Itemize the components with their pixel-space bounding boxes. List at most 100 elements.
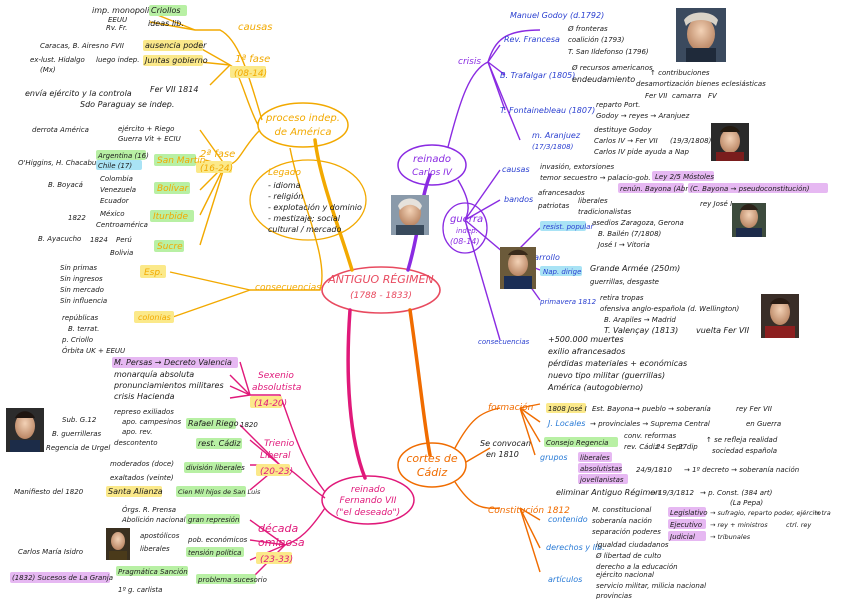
q4-fm-revcadiz: rev. Cádiz <box>624 443 659 451</box>
q1-branch: proceso indep. de América causas imp. mo… <box>18 5 366 355</box>
q2-godoy: Manuel Godoy (d.1792) <box>510 11 604 20</box>
q1-esp-mercado: Sin mercado <box>60 286 104 294</box>
q2-nap-label: Nap. dirige <box>543 268 581 276</box>
center-node[interactable]: ANTIGUO RÉGIMEN (1788 - 1833) <box>322 267 440 313</box>
q1-f2-boyaca: B. Boyacá <box>48 181 83 189</box>
q2-bd-jose: rey José I <box>700 200 732 208</box>
q1-esp-primas: Sin primas <box>60 264 97 272</box>
q4-ct-eliminar: eliminar Antiguo Régimen <box>556 487 660 497</box>
q1-colonias-label: colonias <box>138 313 171 322</box>
q3-sexenio-l2: absolutista <box>252 383 301 393</box>
q1-legado-cultural: cultural / mercado <box>268 225 341 234</box>
q3-sub-g12: Sub. G.12 <box>62 416 97 424</box>
q4-ct-pepa: (La Pepa) <box>730 499 763 507</box>
q1-f2-1822: 1822 <box>68 214 86 222</box>
portrait-carlos-maria-isidro-icon <box>106 528 130 560</box>
portrait-napoleon-icon <box>500 247 536 289</box>
q3-trienio-dates: (20-23) <box>260 467 293 477</box>
q1-f2-ecuador: Ecuador <box>100 197 130 205</box>
q3-trienio-l2: Liberal <box>260 451 291 461</box>
q2-ar-date: (19/3/1808) <box>670 137 712 145</box>
q1-legado-explotacion: - explotación y dominio <box>268 202 362 212</box>
q1-consecuencias-label: consecuencias <box>255 283 321 293</box>
q4-branch: cortes de Cádiz Se convocan en 1810 form… <box>398 402 831 599</box>
q3-dc-apostolicos: apostólicos <box>140 532 180 540</box>
q1-title-bubble[interactable] <box>258 103 348 147</box>
q2-crisis-label: crisis <box>458 57 481 67</box>
q4-title-bubble[interactable] <box>398 443 466 487</box>
q2-pv-vuelta: vuelta Fer VII <box>696 326 750 335</box>
q2-pv-ofensiva: ofensiva anglo-española (d. Wellington) <box>600 305 740 313</box>
q3-sx-monarquia: monarquía absoluta <box>114 370 194 379</box>
q1-causa-monopolio: imp. monopolio <box>92 6 154 15</box>
q3-trienio-l1: Trienio <box>264 439 295 449</box>
q2-gc-mostoles: Ley 2/5 Móstoles <box>655 173 714 181</box>
q2-rev-francesa: Rev. Francesa <box>504 35 560 44</box>
q2-title-bubble[interactable] <box>398 145 466 185</box>
q3-decada-l1: década <box>258 522 299 535</box>
q4-fm-rey: rey Fer VII <box>736 405 772 413</box>
q4-convocan-l2: en 1810 <box>486 450 519 459</box>
q3-tr-manifiesto: Manifiesto del 1820 <box>14 488 84 496</box>
q2-tf-contribuciones: ↑ contribuciones <box>650 69 710 77</box>
q1-f2-centroamerica: Centroamérica <box>96 221 148 229</box>
q2-cs-nuevo: nuevo tipo militar (guerrillas) <box>548 371 665 380</box>
q3-title-line3: ("el deseado") <box>336 508 400 518</box>
q4-cn-rey: → rey + ministros <box>710 521 768 529</box>
q2-fontainebleau: T. Fontainebleau (1807) <box>500 106 595 115</box>
q1-title-line1: proceso indep. <box>265 113 340 124</box>
q2-primavera-label: primavera 1812 <box>539 298 597 306</box>
center-dates: (1788 - 1833) <box>350 291 412 301</box>
q2-tf-recursos: Ø recursos americanos <box>571 64 653 72</box>
q2-nap-guerrillas: guerrillas, desgaste <box>590 278 659 286</box>
q2-aranjuez-date: (17/3/1808) <box>532 143 574 151</box>
q2-dv-bailen: B. Bailén (7/1808) <box>598 230 662 238</box>
q1-fase1-dates: (08-14) <box>234 69 267 79</box>
q2-ar-carlos-fer: Carlos IV → Fer VII <box>594 137 658 145</box>
q2-aranjuez: m. Aranjuez <box>532 131 581 140</box>
q4-cn-ctrlrey: ctrl. rey <box>786 521 811 529</box>
q3-tr-cienmil: Cien Mil hijos de San Luis <box>178 488 261 496</box>
q1-legado-title: Legado <box>268 168 301 178</box>
q1-f2-ohiggins: O'Higgins, H. Chacabuco <box>18 159 105 167</box>
q2-dv-asedios: asedios Zaragoza, Gerona <box>592 219 684 227</box>
q2-cs-exilio: exilio afrancesados <box>548 347 625 356</box>
portrait-fernando-vii-icon <box>711 123 749 161</box>
q3-tr-cadiz: rest. Cádiz <box>198 439 241 448</box>
q1-f2-mexico: México <box>100 210 125 218</box>
q2-title-line2: Carlos IV <box>412 168 453 178</box>
q3-dc-liberales: liberales <box>140 545 170 553</box>
q1-f2-bolivia: Bolivia <box>110 249 133 257</box>
q1-legado-idioma: - idioma <box>268 181 301 190</box>
q3-dc-isidro: Carlos María Isidro <box>18 548 83 556</box>
q4-dr-educacion: derecho a la educación <box>596 563 678 571</box>
q1-f2-colombia: Colombia <box>100 175 133 183</box>
q3-tr-rev: apo. rev. <box>122 428 152 436</box>
q3-dc-granja: (1832) Sucesos de La Granja <box>12 574 113 582</box>
q3-tr-moderados: moderados (doce) <box>110 460 174 468</box>
q1-f2-chile: Chile (17) <box>98 162 132 170</box>
q3-dc-economicos: pob. económicos <box>187 536 248 544</box>
q4-ct-const: → p. Const. (384 art) <box>700 489 773 497</box>
q4-cn-tribunales: → tribunales <box>710 533 751 541</box>
portrait-jose-i-icon <box>732 203 766 237</box>
q1-title-line2: de América <box>275 126 332 138</box>
q4-gr-absolutistas: absolutistas <box>580 465 622 473</box>
q3-dc-prensa: Órgs. R. Prensa <box>122 505 176 514</box>
q4-fm-pueblo: → pueblo → soberanía <box>634 405 711 413</box>
q3-sx-pronunciamientos: pronunciamientos militares <box>113 381 224 390</box>
q2-ar-ayuda: Carlos IV pide ayuda a Nap <box>594 148 689 156</box>
q1-f2-ayacucho: B. Ayacucho <box>38 235 81 243</box>
q1-f2-guerra: Guerra Vit + ECIU <box>118 135 181 143</box>
q2-tf-endeudamiento: endeudamiento <box>572 75 635 84</box>
q2-pv-valencay: T. Valençay (1813) <box>604 326 678 335</box>
q4-formacion-label: formación <box>488 402 534 413</box>
q2-guerra-dates: (08-14) <box>450 237 480 246</box>
q1-legado-mestizaje: - mestizaje; social <box>268 214 341 223</box>
q4-cn-tra: → tra <box>814 509 831 517</box>
q4-at-provincias: provincias <box>595 592 632 599</box>
q4-cn-legislativo: Legislativo <box>670 509 708 517</box>
q3-dc-abolicion: Abolición nacional <box>121 516 186 524</box>
q1-causa-rvfr: Rv. Fr. <box>106 24 127 32</box>
q3-tr-exaltados: exaltados (veinte) <box>110 474 174 482</box>
